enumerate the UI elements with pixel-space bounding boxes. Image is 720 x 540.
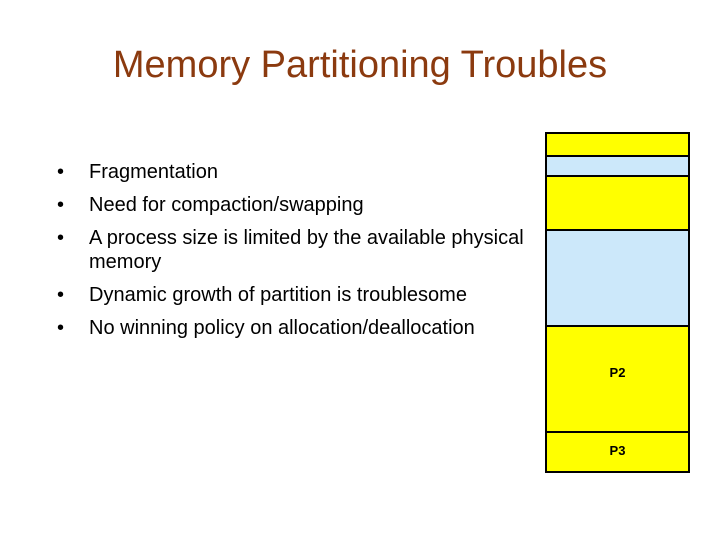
bullet-item: • No winning policy on allocation/dealloc… — [57, 316, 537, 340]
bullet-text: Need for compaction/swapping — [89, 194, 364, 216]
bullet-item: • Fragmentation — [57, 160, 537, 184]
memory-segment-allocated — [547, 177, 688, 231]
bullet-text: Fragmentation — [89, 161, 218, 183]
bullet-list: • Fragmentation • Need for compaction/swap… — [57, 160, 537, 349]
bullet-item: • Dynamic growth of partition is troubles… — [57, 283, 537, 307]
memory-diagram: P2 P3 — [545, 132, 690, 473]
bullet-dot-icon: • — [57, 161, 65, 183]
bullet-text: A process size is limited by the availab… — [89, 227, 524, 273]
memory-segment-free — [547, 231, 688, 327]
memory-segment-free — [547, 157, 688, 177]
segment-label-p3: P3 — [609, 443, 626, 458]
memory-segment-p3: P3 — [547, 433, 688, 471]
memory-segment-allocated — [547, 134, 688, 157]
bullet-dot-icon: • — [57, 227, 65, 249]
bullet-text: No winning policy on allocation/dealloca… — [89, 317, 475, 339]
bullet-text: Dynamic growth of partition is troubleso… — [89, 284, 467, 306]
bullet-dot-icon: • — [57, 317, 65, 339]
bullet-dot-icon: • — [57, 194, 65, 216]
slide-title: Memory Partitioning Troubles — [112, 44, 608, 86]
bullet-item: • Need for compaction/swapping — [57, 193, 537, 217]
memory-segment-p2: P2 — [547, 327, 688, 433]
segment-label-p2: P2 — [609, 365, 626, 380]
bullet-dot-icon: • — [57, 284, 65, 306]
bullet-item: • A process size is limited by the availa… — [57, 226, 537, 274]
